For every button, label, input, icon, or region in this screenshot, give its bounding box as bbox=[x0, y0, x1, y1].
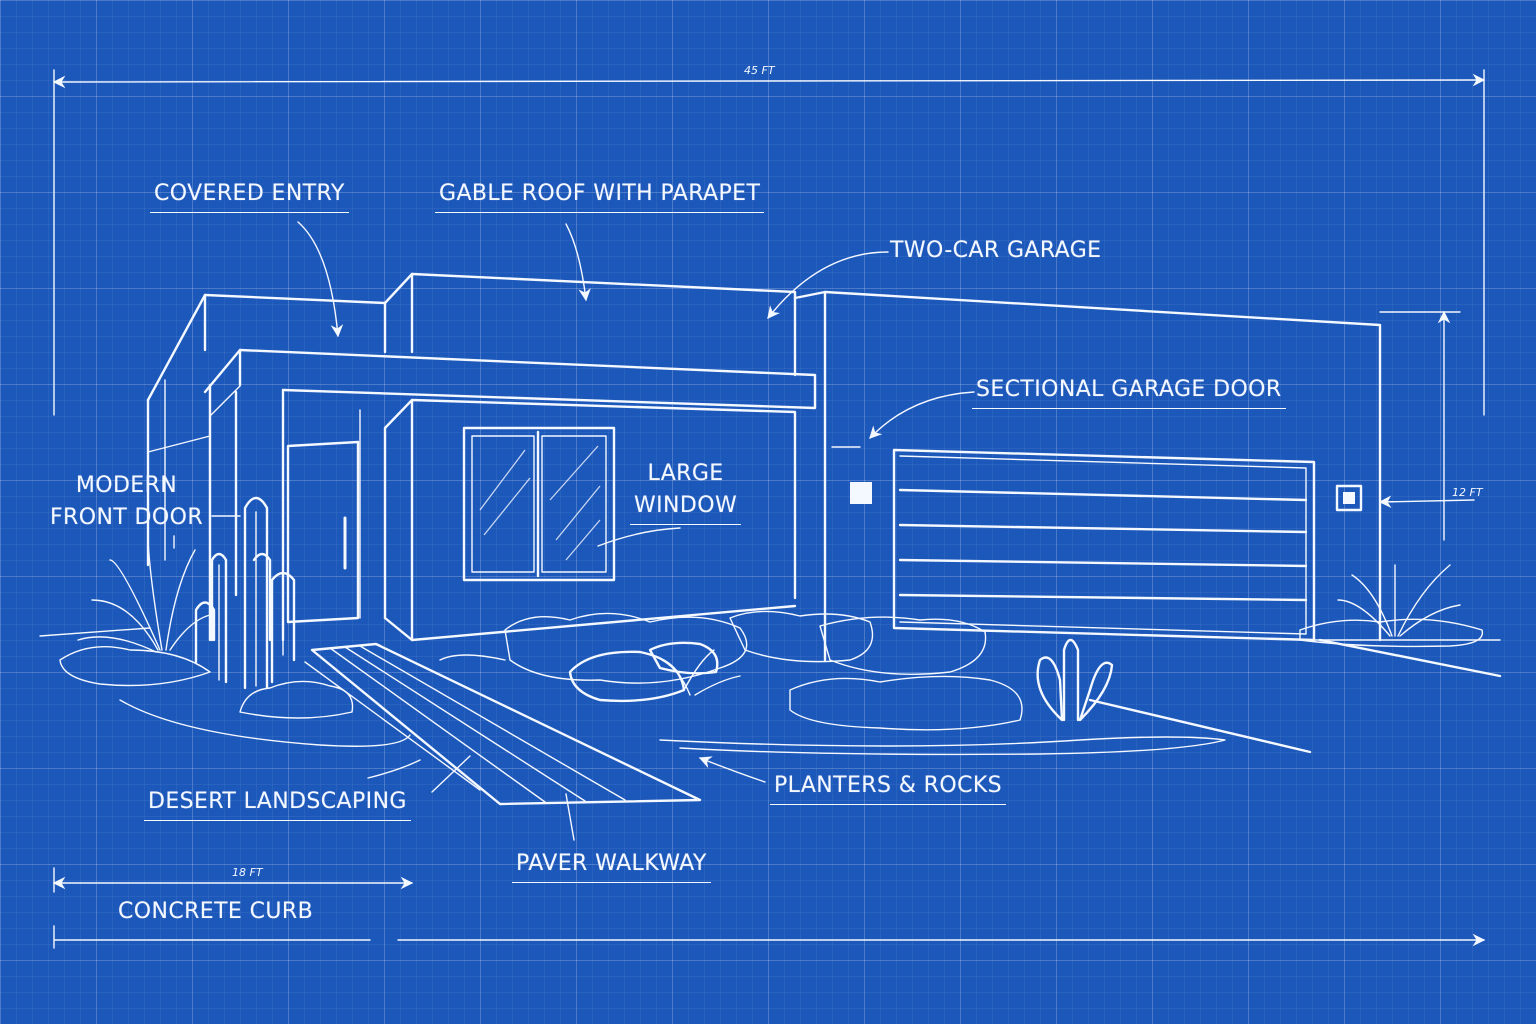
gable-roof-label: GABLE ROOF WITH PARAPET bbox=[435, 178, 765, 213]
saguaro-cactus bbox=[194, 496, 296, 690]
garage-structure bbox=[793, 290, 1382, 662]
ground-and-driveway bbox=[39, 627, 1502, 754]
height-dimension: 12 FT bbox=[1452, 486, 1483, 499]
paver-walkway-drawing bbox=[304, 642, 702, 806]
concrete-curb-label: CONCRETE CURB bbox=[118, 899, 314, 924]
large-window-label-line2: WINDOW bbox=[630, 490, 742, 525]
planters-rocks-label: PLANTERS & ROCKS bbox=[770, 770, 1007, 805]
covered-entry-label: COVERED ENTRY bbox=[150, 178, 349, 213]
sectional-garage-door-label: SECTIONAL GARAGE DOOR bbox=[972, 374, 1286, 409]
front-door-drawing bbox=[286, 440, 360, 624]
small-cactus bbox=[1036, 638, 1114, 722]
agave-left bbox=[77, 539, 211, 653]
agave-right bbox=[1337, 564, 1461, 637]
shrubs-and-rocks bbox=[59, 610, 1484, 756]
large-window-label: LARGE WINDOW bbox=[630, 458, 742, 525]
front-room bbox=[359, 398, 797, 642]
desert-landscaping-label: DESERT LANDSCAPING bbox=[144, 786, 411, 821]
window-drawing bbox=[462, 426, 616, 582]
modern-front-door-label-line2: FRONT DOOR bbox=[50, 505, 204, 530]
two-car-garage-label: TWO-CAR GARAGE bbox=[890, 238, 1102, 263]
paver-walkway-label: PAVER WALKWAY bbox=[512, 848, 711, 883]
curb-length-dimension: 18 FT bbox=[232, 866, 263, 879]
parapet-block bbox=[383, 272, 797, 377]
modern-front-door-label: MODERN FRONT DOOR bbox=[50, 470, 203, 534]
overall-width-dimension: 45 FT bbox=[744, 64, 775, 77]
modern-front-door-label-line1: MODERN bbox=[75, 473, 178, 498]
dimension-lines bbox=[52, 69, 1486, 949]
large-window-label-line1: LARGE bbox=[647, 461, 724, 486]
garage-door-drawing bbox=[892, 448, 1316, 642]
leader-lines bbox=[173, 221, 975, 841]
